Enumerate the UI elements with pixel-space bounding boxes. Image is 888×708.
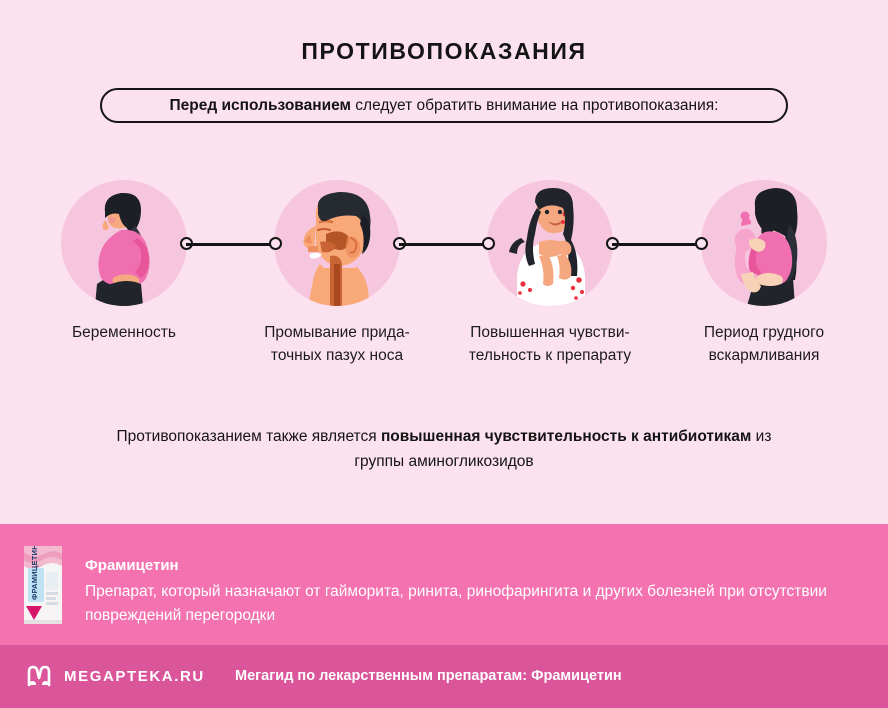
logo-wordmark[interactable]: MEGAPTEKA.RU bbox=[64, 668, 205, 685]
breastfeeding-mother-icon bbox=[734, 188, 798, 306]
connector-dot-right bbox=[695, 237, 708, 250]
step-icon-sinus-rinse bbox=[274, 180, 400, 306]
note-bold-1: повышенная чувствительность к антибиотик… bbox=[380, 428, 752, 445]
medicine-box-icon: ФРАМИЦЕТИН bbox=[24, 546, 62, 624]
step-captions: Беременность Промывание прида-точных паз… bbox=[0, 321, 888, 391]
note-part-2: из группы аминогликозидов bbox=[354, 428, 772, 470]
bottom-bar-tagline: Мегагид по лекарственным препаратам: Фра… bbox=[235, 668, 622, 684]
product-description: Препарат, который назначают от гайморита… bbox=[85, 583, 827, 624]
note-part-1: Противопоказанием также является bbox=[116, 428, 381, 445]
step-caption-2: Промывание прида-точных пазух носа bbox=[264, 324, 410, 364]
step-caption-3: Повышенная чувстви-тельность к препарату bbox=[468, 324, 632, 364]
step-icon-breastfeeding bbox=[701, 180, 827, 306]
product-box-image: ФРАМИЦЕТИН bbox=[24, 546, 62, 624]
connector-dot-right bbox=[482, 237, 495, 250]
megapteka-logo[interactable] bbox=[26, 664, 52, 689]
megapteka-m-logo-icon bbox=[27, 665, 51, 687]
product-title: Фрамицетин bbox=[85, 557, 179, 574]
connector-line bbox=[612, 243, 702, 246]
allergy-woman-icon bbox=[509, 188, 585, 306]
connector-line bbox=[399, 243, 489, 246]
sinus-profile-icon bbox=[303, 192, 371, 306]
step-icon-pregnant-woman bbox=[61, 180, 187, 306]
pregnant-woman-icon bbox=[95, 192, 150, 306]
additional-note: Противопоказанием также является повышен… bbox=[94, 424, 794, 474]
step-connector-2 bbox=[393, 237, 495, 251]
step-icon-hypersensitivity bbox=[487, 180, 613, 306]
step-caption-1: Беременность bbox=[72, 324, 176, 341]
product-band: ФРАМИЦЕТИН Фрамицетин Препарат, который … bbox=[0, 524, 888, 645]
subtitle-rest: следует обратить внимание на противопока… bbox=[351, 96, 719, 114]
step-connector-1 bbox=[180, 237, 282, 251]
steps-row bbox=[0, 180, 888, 310]
subtitle-bold: Перед использованием bbox=[169, 96, 351, 114]
bottom-bar: MEGAPTEKA.RU Мегагид по лекарственным пр… bbox=[0, 645, 888, 708]
svg-text:ФРАМИЦЕТИН: ФРАМИЦЕТИН bbox=[30, 546, 39, 600]
connector-line bbox=[186, 243, 276, 246]
subtitle-text: Перед использованием следует обратить вн… bbox=[170, 97, 719, 115]
subtitle-pill: Перед использованием следует обратить вн… bbox=[100, 88, 788, 123]
page-title: ПРОТИВОПОКАЗАНИЯ bbox=[301, 38, 587, 64]
step-connector-3 bbox=[606, 237, 708, 251]
connector-dot-right bbox=[269, 237, 282, 250]
